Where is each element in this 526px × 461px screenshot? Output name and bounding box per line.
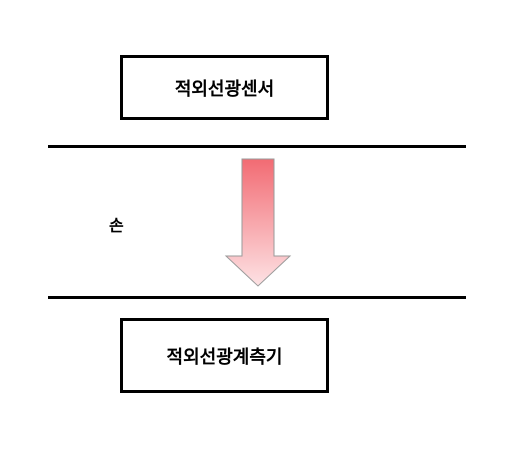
down-arrow-icon [224, 158, 292, 287]
infrared-sensor-box: 적외선광센서 [120, 55, 329, 120]
hand-label: 손 [109, 216, 124, 235]
infrared-meter-label: 적외선광계측기 [166, 346, 283, 368]
upper-boundary-line [48, 145, 466, 148]
infrared-meter-box: 적외선광계측기 [120, 318, 329, 393]
lower-boundary-line [48, 296, 466, 299]
infrared-sensor-label: 적외선광센서 [174, 78, 275, 100]
